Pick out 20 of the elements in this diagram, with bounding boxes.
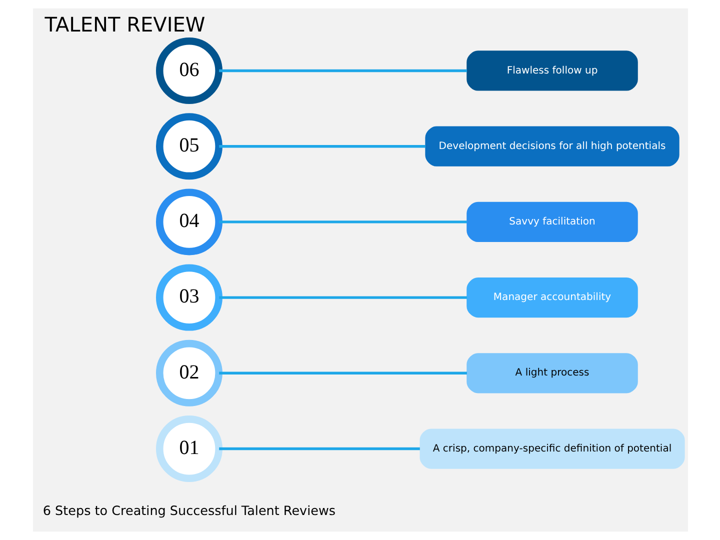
node-box: Flawless follow up — [466, 50, 638, 91]
connector — [218, 69, 466, 72]
connector — [218, 296, 466, 299]
node-circle: 03 — [155, 264, 222, 331]
node-circle: 04 — [155, 188, 222, 256]
diagram-title: TALENT REVIEW — [44, 12, 205, 37]
node-circle: 02 — [155, 340, 222, 406]
node-circle: 05 — [155, 113, 222, 180]
connector — [218, 372, 466, 375]
node-circle: 06 — [155, 37, 222, 104]
node-circle: 01 — [155, 416, 222, 482]
node-box: Savvy facilitation — [466, 202, 638, 242]
label: 6 Steps to Creating Successful Talent Reviews — [42, 504, 336, 520]
node-box: A light process — [466, 353, 638, 394]
connector — [218, 144, 425, 148]
connector — [218, 220, 466, 224]
node-box: Manager accountability — [466, 278, 638, 318]
node-box: A crisp, company-specific definition of potential — [419, 428, 684, 469]
connector — [218, 447, 420, 450]
node-box: Development decisions for all high potentials — [424, 126, 679, 166]
